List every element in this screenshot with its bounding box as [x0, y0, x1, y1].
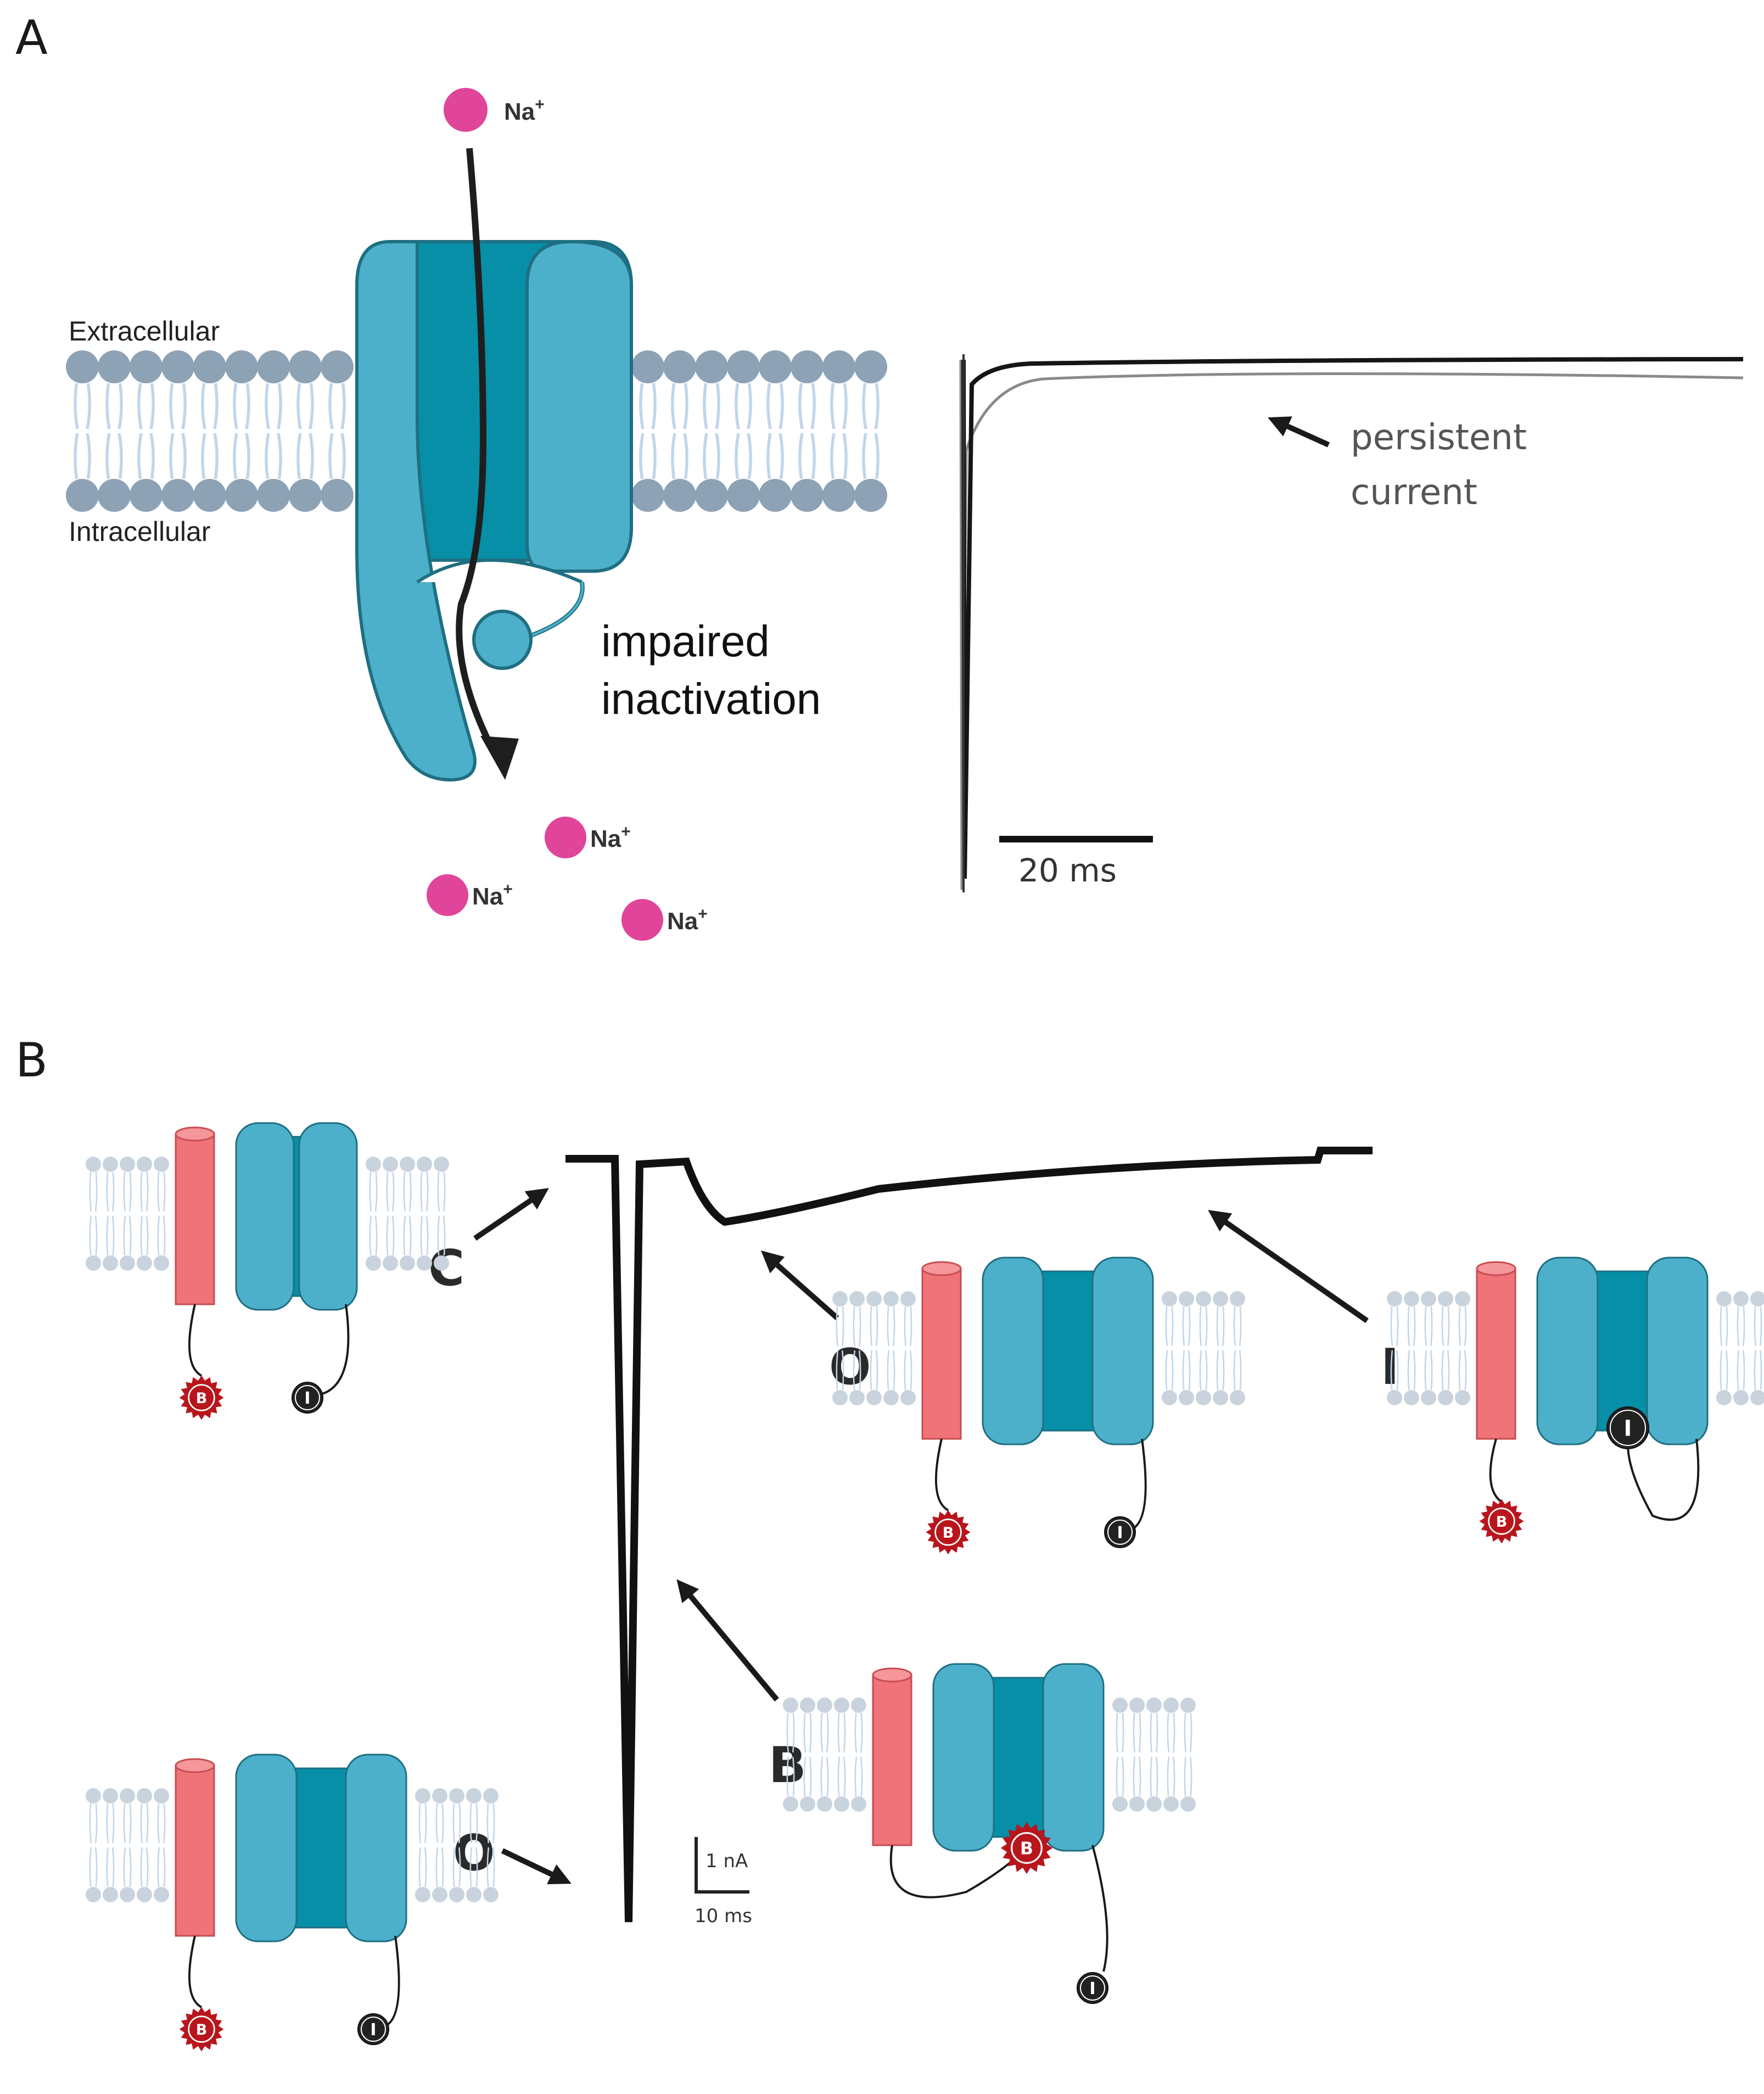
- panel-b-current-trace: [565, 1147, 1373, 1923]
- persistent-current-line1: persistent: [1351, 417, 1527, 458]
- membrane-right-a: [631, 350, 887, 512]
- blocker-particle-icon: B: [179, 2007, 224, 2052]
- channel-state-blocked: BI: [783, 1663, 1196, 2004]
- voltage-sensor-helix: [921, 1261, 962, 1440]
- scale-bar-20ms-label: 20 ms: [1018, 852, 1117, 889]
- ion-flow-path: [456, 148, 500, 760]
- arrow-open-late: [761, 1250, 839, 1320]
- svg-text:I: I: [370, 2020, 376, 2040]
- panel-b-scale-bar: 1 nA 10 ms: [695, 1837, 752, 1927]
- svg-text:Na+: Na+: [667, 905, 708, 935]
- membrane-left: [783, 1697, 866, 1812]
- sodium-ion-bottom-2: Na+: [427, 874, 513, 916]
- svg-text:I: I: [1624, 1416, 1632, 1441]
- blocker-particle-icon: B: [1479, 1499, 1524, 1544]
- voltage-sensor-helix: [1476, 1261, 1516, 1440]
- panel-b-letter: B: [15, 1033, 48, 1088]
- sodium-ion-bottom-1: Na+: [545, 817, 631, 858]
- scale-current-label: 1 nA: [705, 1850, 748, 1872]
- arrow-closed: [473, 1188, 549, 1241]
- sodium-ion-top: Na+: [444, 88, 545, 132]
- inactivation-particle-icon: I: [1606, 1406, 1649, 1449]
- svg-text:I: I: [304, 1389, 310, 1408]
- panel-a-membrane: [66, 350, 887, 512]
- extracellular-label: Extracellular: [69, 316, 220, 347]
- svg-text:Na+: Na+: [590, 823, 631, 852]
- inactivation-particle-icon: I: [1077, 1972, 1108, 2004]
- inactivation-particle-icon: I: [357, 2013, 389, 2045]
- sodium-channel-a: [355, 239, 633, 782]
- voltage-sensor-helix: [175, 1758, 215, 1937]
- channel-pore: [1536, 1257, 1709, 1445]
- voltage-sensor-helix: [175, 1126, 215, 1305]
- channel-pore: [982, 1257, 1154, 1445]
- channel-pore: [235, 1122, 358, 1311]
- channel-state-inactivated: BI: [1387, 1257, 1764, 1544]
- persistent-current-line2: current: [1351, 472, 1477, 513]
- impaired-inactivation-line1: impaired: [601, 617, 770, 666]
- intracellular-label: Intracellular: [69, 516, 210, 547]
- svg-text:B: B: [1020, 1839, 1033, 1859]
- arrow-blocked: [676, 1579, 779, 1702]
- blocker-particle-icon: B: [926, 1510, 971, 1555]
- svg-text:Na+: Na+: [504, 96, 545, 125]
- state-label-inactivated: I: [1381, 1338, 1399, 1396]
- membrane-left-a: [66, 350, 354, 512]
- svg-text:I: I: [1117, 1523, 1123, 1543]
- arrow-open-early: [501, 1848, 572, 1884]
- membrane-right: [1162, 1291, 1245, 1405]
- blocker-particle-icon: B: [179, 1375, 224, 1420]
- arrow-inactivated: [1208, 1210, 1369, 1324]
- membrane-right: [1112, 1697, 1196, 1812]
- blocker-particle-icon: B: [1000, 1822, 1053, 1874]
- impaired-inactivation-line2: inactivation: [601, 674, 821, 723]
- state-label-open-late: O: [829, 1338, 871, 1396]
- membrane-right: [415, 1788, 499, 1902]
- sodium-ion-bottom-3: Na+: [621, 899, 708, 941]
- channel-pore: [235, 1754, 407, 1942]
- svg-text:B: B: [943, 1525, 954, 1542]
- inactivation-particle-icon: I: [292, 1382, 323, 1414]
- svg-text:B: B: [1496, 1514, 1508, 1531]
- membrane-left: [832, 1291, 916, 1405]
- inactivation-particle-icon: I: [1104, 1516, 1136, 1548]
- inactivation-gate-ball: [472, 610, 533, 670]
- membrane-left: [86, 1157, 169, 1271]
- svg-text:Na+: Na+: [472, 880, 513, 910]
- svg-text:B: B: [196, 1390, 208, 1407]
- panel-a-current-trace: [959, 354, 1744, 892]
- membrane-left: [86, 1788, 169, 1902]
- panel-a-letter: A: [15, 10, 48, 65]
- persistent-current-arrow: [1268, 416, 1330, 448]
- svg-text:B: B: [196, 2022, 208, 2039]
- membrane-left: [1387, 1291, 1470, 1405]
- channel-pore: [932, 1663, 1105, 1852]
- membrane-right: [1716, 1291, 1764, 1405]
- scale-time-label: 10 ms: [695, 1905, 752, 1927]
- ion-flow-arrowhead: [480, 736, 519, 780]
- svg-text:I: I: [1089, 1979, 1095, 1998]
- membrane-right: [366, 1157, 449, 1271]
- voltage-sensor-helix: [872, 1667, 912, 1846]
